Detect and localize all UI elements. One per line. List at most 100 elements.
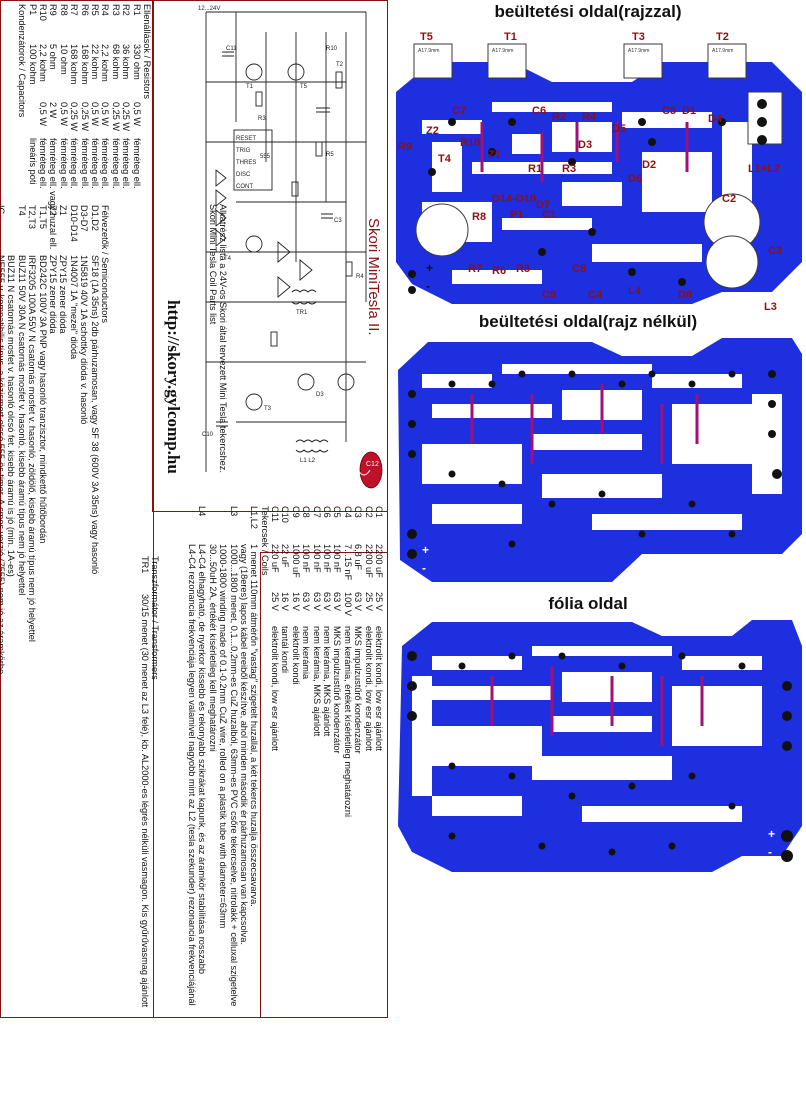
- semiconductor-row: T4BUZ11 50V 30A N csatornás mosfet v. ha…: [16, 205, 27, 975]
- svg-text:C12: C12: [366, 461, 379, 468]
- semiconductor-cell: IC: [0, 205, 7, 215]
- document-frame-lower-right: [260, 552, 388, 1018]
- capacitor-cell: 16 V: [290, 592, 301, 611]
- capacitor-cell: elektrolit kondi, low esr ajánlott: [270, 626, 281, 752]
- pcb-label-d14-d10: D14-D10: [492, 193, 536, 205]
- pcb-label-c8: C8: [572, 263, 586, 275]
- semiconductor-cell: BUZ11 N csatornás mosfet v. hasonló olcs…: [6, 255, 17, 577]
- resistor-cell: R4: [100, 4, 111, 16]
- transformer-cell: 30/15 menet (30 menet az L3 felé), kb. A…: [139, 594, 150, 1008]
- resistor-cell: 2 W: [48, 102, 59, 119]
- semiconductor-row: ICNE555 v. kompatibilis típus, a közisme…: [0, 205, 6, 975]
- capacitor-cell: nem kerámia, értéket kísérletileg meghat…: [342, 626, 353, 817]
- pcb-plus: +: [426, 261, 433, 275]
- pkg-t5: A17.9mm: [418, 48, 439, 54]
- pcb-component-side-drawing: T5 T1 T3 T2 C7 C6 R2 R4 C5 D5 D4 D2 D1 Z…: [396, 31, 802, 312]
- svg-text:555: 555: [260, 154, 271, 160]
- coil-row: L4L4-C4 elhagyható, de nyerkor kissebb é…: [197, 506, 207, 1104]
- resistor-cell: 68 kohm: [110, 44, 121, 80]
- pcb-minus: -: [426, 279, 430, 293]
- capacitor-cell: 7...15 nF: [342, 544, 353, 581]
- capacitor-cell: 1000 uF: [290, 544, 301, 578]
- pcb-foil-plus: +: [768, 827, 775, 841]
- coil-cell: 1000...1800 menet, 0,1...0,2mm-es CuZ hu…: [228, 544, 239, 1007]
- capacitor-row: C47...15 nF100 Vnem kerámia, értéket kís…: [342, 506, 353, 1104]
- svg-text:R5: R5: [326, 152, 334, 158]
- pcb-label-c2: C2: [722, 193, 736, 205]
- capacitor-row: C7100 nF63 Vnem kerámia, MKS ajánlott: [311, 506, 322, 1104]
- capacitor-cell: C4: [342, 506, 353, 518]
- capacitor-cell: nem kerámia, MKS ajánlott: [311, 626, 322, 737]
- resistor-cell: R7: [69, 4, 80, 16]
- semiconductors-heading: Félvezetők / Semiconductors: [100, 205, 110, 323]
- pcb-label-d2: D2: [642, 159, 656, 171]
- capacitor-cell: 63 V: [322, 592, 333, 611]
- capacitor-cell: 2200 uF: [374, 544, 384, 578]
- capacitor-cell: 25 V: [270, 592, 281, 611]
- pkg-t2: A17.9mm: [712, 48, 733, 54]
- resistor-cell: R2: [121, 4, 132, 16]
- resistor-cell: 0,25 W: [69, 102, 80, 132]
- resistor-cell: R3: [110, 4, 121, 16]
- coil-row: 30...50uH 2A, értékét kísérletileg kell …: [207, 506, 218, 1104]
- semiconductor-cell: ZPY15 zener dióda: [48, 255, 59, 334]
- capacitor-cell: C10: [280, 506, 291, 523]
- pcb-label-c9: C9: [542, 289, 556, 301]
- capacitor-cell: elektrolit kondi, low esr ajánlott: [374, 626, 384, 752]
- coil-cell: vagy (18eres) lapos kábel ereiből készít…: [238, 544, 249, 945]
- semiconductor-cell: T1,T5: [37, 205, 48, 229]
- pcb-label-l3: L3: [764, 301, 777, 312]
- semiconductor-cell: IRF3205 100A 55V N csatornás mosfet v. h…: [27, 255, 38, 642]
- capacitor-cell: C1: [374, 506, 384, 518]
- capacitor-cell: 22 uF: [280, 544, 291, 568]
- semiconductors-table: D1,D2SF18 (1A 35ns) 2db párhuzamosan, va…: [0, 205, 100, 975]
- resistor-cell: 0,5 W: [38, 102, 49, 126]
- pcb-label-t1: T1: [504, 31, 517, 43]
- semiconductor-cell: ZPY15 zener dióda: [58, 255, 69, 334]
- resistor-cell: 168 kohm: [69, 44, 80, 85]
- capacitor-row: C91000 uF16 Velektrolit kondi: [290, 506, 301, 1104]
- pcb-label-c6: C6: [532, 105, 546, 117]
- semiconductor-cell: D1,D2: [89, 205, 100, 232]
- resistor-row: R236 kohm0,25 Wfémréteg ell.: [121, 4, 131, 298]
- svg-text:DISC: DISC: [236, 172, 251, 178]
- pcb-label-r10: R10: [460, 137, 480, 149]
- resistor-cell: 22 kohm: [90, 44, 101, 80]
- semiconductor-cell: 1N5819 40V 1A schottky dióda v. hasonló: [79, 255, 90, 425]
- resistors-heading: Ellenállások / Resistors: [142, 4, 152, 99]
- transformer-block: Transzformátor / Transformers TR130/15 m…: [139, 556, 160, 1054]
- pcb-label-l4: L4: [628, 285, 642, 297]
- resistor-cell: 0,5 W: [58, 102, 69, 126]
- pcb-label-r4: R4: [582, 111, 597, 123]
- capacitor-cell: 220 uF: [270, 544, 281, 573]
- heading-bottom-pcb: fólia oldal: [548, 594, 628, 613]
- svg-text:12...24V: 12...24V: [198, 6, 220, 12]
- capacitor-cell: tantál kondi: [280, 626, 291, 673]
- coils-table: L1,L21 menet 110mm átmérőn "vastag" szig…: [187, 506, 260, 1104]
- semiconductor-cell: T2,T3: [27, 205, 38, 229]
- resistor-cell: 100 kohm: [27, 44, 38, 85]
- capacitor-cell: 100 nF: [311, 544, 322, 573]
- coils-heading: Tekercsek / Coils: [259, 506, 270, 576]
- coil-cell: L1,L2: [249, 506, 260, 529]
- resistor-cell: R10: [38, 4, 49, 21]
- resistor-cell: R9: [48, 4, 59, 16]
- pcb-label-d6: D6: [628, 173, 642, 185]
- capacitor-cell: 63 V: [301, 592, 312, 611]
- transformer-heading: Transzformátor / Transformers: [150, 556, 160, 680]
- capacitor-cell: 100 nF: [332, 544, 343, 573]
- resistor-cell: 0,25 W: [79, 102, 90, 132]
- semiconductor-row: T1,T5BD242C 100V 3A PNP vagy hasonló tra…: [37, 205, 48, 975]
- capacitor-cell: 6,8 uF: [353, 544, 364, 571]
- resistor-row: R368 kohm0,25 Wfémréteg ell.: [110, 4, 121, 298]
- capacitor-cell: nem kerámia: [301, 626, 312, 680]
- resistor-cell: 36 kohm: [121, 44, 132, 80]
- semiconductor-row: D10-D141N4007 1A "mezei" dióda: [68, 205, 79, 975]
- coil-cell: 1000-1800 winding made of 0.1-0.2mm CuZ …: [218, 544, 229, 929]
- parts-document: Ellenállások / Resistors R1330 ohm0,5 Wf…: [0, 0, 388, 1024]
- pcb-label-r3: R3: [562, 163, 576, 175]
- svg-text:CONT: CONT: [236, 184, 253, 190]
- semiconductors-block: Félvezetők / Semiconductors D1,D2SF18 (1…: [0, 205, 110, 975]
- capacitor-cell: elektrolit kondi, low esr ajánlott: [363, 626, 374, 752]
- pcb-label-c4: C4: [588, 289, 603, 301]
